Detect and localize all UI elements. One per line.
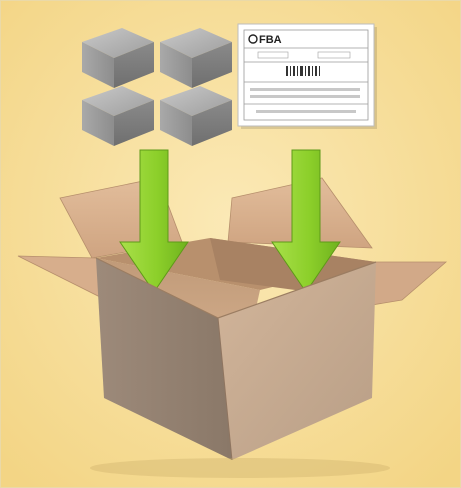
label-logo-text: FBA	[259, 34, 282, 46]
fba-shipping-label: FBA	[238, 24, 377, 129]
